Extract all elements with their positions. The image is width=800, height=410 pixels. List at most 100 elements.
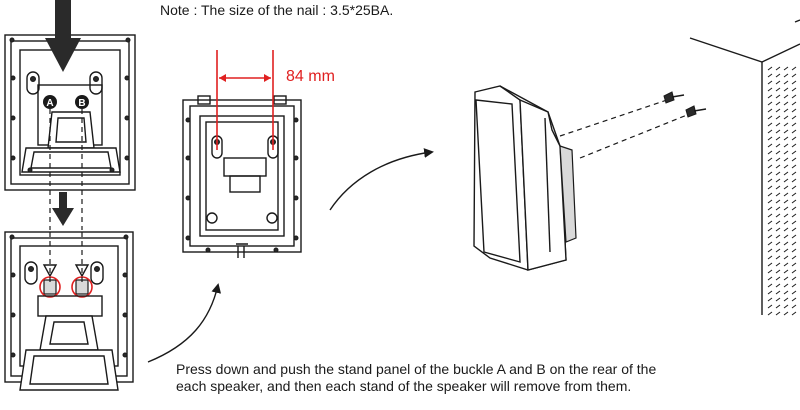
curved-arrow-to-bracket <box>147 283 222 363</box>
wall-hatch-mark <box>775 115 781 120</box>
dimension-label: 84 mm <box>286 68 335 85</box>
curved-arrow-to-speaker <box>329 148 434 211</box>
wall-hatch-mark <box>783 94 789 99</box>
wall-hatch-mark <box>775 164 781 169</box>
wall-hatch-mark <box>791 108 797 113</box>
speaker-3d <box>473 85 577 271</box>
wall-hatch-mark <box>767 192 773 197</box>
wall-hatch-mark <box>783 262 789 267</box>
wall-hatch-mark <box>767 276 773 281</box>
wall-hatch-mark <box>775 171 781 176</box>
wall-hatch-mark <box>791 150 797 155</box>
wall-hatch-mark <box>767 248 773 253</box>
rear-panel-bottom <box>4 231 134 391</box>
wall-hatch-mark <box>783 220 789 225</box>
wall-hatch-mark <box>775 108 781 113</box>
wall-hatch-mark <box>767 304 773 309</box>
wall-hatch-mark <box>775 80 781 85</box>
wall-hatch-mark <box>767 122 773 127</box>
instruction-line-2: each speaker, and then each stand of the… <box>176 378 632 394</box>
wall-hatch-mark <box>783 276 789 281</box>
wall <box>689 19 800 316</box>
wall-hatch-mark <box>783 255 789 260</box>
wall-hatch-mark <box>791 220 797 225</box>
wall-hatch-mark <box>783 178 789 183</box>
wall-hatch-mark <box>775 66 781 71</box>
wall-hatch-mark <box>775 94 781 99</box>
wall-hatch-mark <box>775 297 781 302</box>
wall-hatch-mark <box>767 143 773 148</box>
wall-hatch-mark <box>775 73 781 78</box>
wall-hatch-mark <box>783 157 789 162</box>
wall-hatch-mark <box>767 80 773 85</box>
wall-hatch-mark <box>783 129 789 134</box>
wall-hatch-mark <box>791 248 797 253</box>
wall-hatch-mark <box>775 122 781 127</box>
wall-hatch-mark <box>775 150 781 155</box>
wall-hatch-mark <box>791 136 797 141</box>
buckle-b-label: B <box>75 95 89 109</box>
wall-hatch-mark <box>767 171 773 176</box>
wall-hatch-mark <box>791 178 797 183</box>
wall-hatch-mark <box>767 255 773 260</box>
wall-hatch-mark <box>783 227 789 232</box>
wall-hatch-mark <box>767 73 773 78</box>
wall-hatch-mark <box>775 87 781 92</box>
wall-hatch-mark <box>791 234 797 239</box>
wall-hatch-mark <box>767 108 773 113</box>
wall-hatch-mark <box>767 213 773 218</box>
wall-hatch-mark <box>767 164 773 169</box>
wall-hatch-mark <box>775 157 781 162</box>
wall-hatch-mark <box>791 164 797 169</box>
wall-hatch-mark <box>783 122 789 127</box>
wall-hatch-mark <box>767 157 773 162</box>
wall-hatch-mark <box>775 304 781 309</box>
wall-hatch-mark <box>783 171 789 176</box>
wall-hatch-mark <box>775 199 781 204</box>
buckle-a-label: A <box>43 95 57 109</box>
wall-hatch-mark <box>783 150 789 155</box>
wall-hatch-mark <box>775 269 781 274</box>
wall-hatch-mark <box>783 164 789 169</box>
dimension-84mm <box>216 50 274 150</box>
wall-hatch-mark <box>783 101 789 106</box>
wall-hatch-mark <box>783 73 789 78</box>
wall-hatch-mark <box>775 185 781 190</box>
instruction-line-1: Press down and push the stand panel of t… <box>176 361 657 377</box>
wall-hatch-mark <box>791 297 797 302</box>
wall-hatch-mark <box>775 192 781 197</box>
wall-hatch-mark <box>791 269 797 274</box>
wall-hatch-mark <box>791 129 797 134</box>
wall-hatch-mark <box>783 283 789 288</box>
wall-hatch-mark <box>791 171 797 176</box>
wall-hatch-mark <box>791 143 797 148</box>
wall-hatch-mark <box>783 234 789 239</box>
wall-hatch-mark <box>767 269 773 274</box>
wall-hatch-mark <box>783 185 789 190</box>
wall-hatch-mark <box>775 248 781 253</box>
wall-bracket-rear <box>182 95 302 258</box>
push-down-arrow <box>52 192 74 226</box>
wall-hatch-mark <box>767 178 773 183</box>
wall-hatch-mark <box>767 185 773 190</box>
wall-hatch-mark <box>783 290 789 295</box>
wall-hatch-mark <box>775 143 781 148</box>
wall-hatch-mark <box>767 115 773 120</box>
wall-hatch-mark <box>791 66 797 71</box>
wall-hatch-mark <box>775 213 781 218</box>
screws <box>559 91 707 159</box>
wall-hatch-mark <box>767 241 773 246</box>
press-down-arrow <box>45 0 81 72</box>
wall-hatch-mark <box>783 304 789 309</box>
wall-hatch-mark <box>767 262 773 267</box>
wall-hatch-mark <box>783 199 789 204</box>
wall-hatch-mark <box>767 234 773 239</box>
wall-hatch-mark <box>775 276 781 281</box>
svg-text:A: A <box>46 98 53 109</box>
wall-hatch-mark <box>767 136 773 141</box>
wall-hatch-mark <box>791 101 797 106</box>
wall-hatch-mark <box>775 255 781 260</box>
wall-hatch-mark <box>791 122 797 127</box>
wall-hatch-mark <box>767 290 773 295</box>
